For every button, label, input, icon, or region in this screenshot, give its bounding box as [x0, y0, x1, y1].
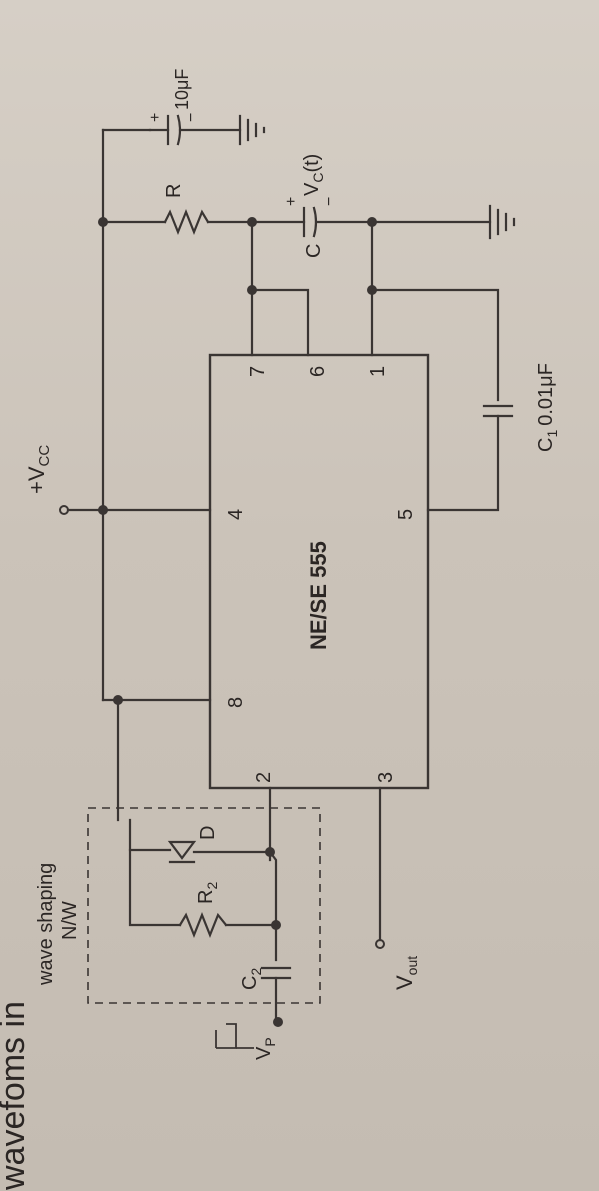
vout-terminal — [375, 939, 385, 949]
wave-shaping-box — [87, 807, 321, 1004]
bypass-cap-plus: + — [147, 113, 164, 122]
pin-4-label: 4 — [225, 509, 247, 520]
rail-to-R2 — [128, 818, 182, 927]
diode-D — [167, 840, 197, 864]
vp-label: VP — [253, 1037, 278, 1060]
ground-to-C1 — [370, 288, 500, 402]
vcc-terminal — [59, 505, 69, 515]
pin-5-label: 5 — [395, 509, 417, 520]
header-fragment: wavefoms in — [0, 1001, 32, 1191]
vout-label: Vout — [392, 956, 420, 990]
wave-shaping-title: wave shaping — [35, 863, 57, 986]
junction-pin4 — [98, 505, 108, 515]
diode-label: D — [197, 826, 219, 840]
cap-C-minus: − — [321, 197, 338, 206]
vp-terminal — [273, 1017, 283, 1027]
vcc-label: +VCC — [24, 445, 53, 494]
cap-C-label: C — [303, 244, 325, 258]
ic-name: NE/SE 555 — [306, 541, 331, 650]
cap-C1-label: C10.01μF — [535, 363, 560, 452]
pin-8-label: 8 — [225, 697, 247, 708]
pin-2-label: 2 — [253, 772, 275, 783]
pin-1-label: 1 — [367, 366, 389, 377]
resistor-R2-label: R2 — [195, 882, 220, 904]
wave-shaping-subtitle: N/W — [59, 901, 81, 940]
vp-pulse-icon — [215, 1023, 237, 1049]
vc-label: VC(t) — [301, 154, 326, 196]
pin6-wire — [250, 288, 310, 357]
pin-6-label: 6 — [307, 366, 329, 377]
ic-body — [208, 353, 430, 790]
bypass-ground-symbol — [238, 114, 266, 146]
C1-to-pin5 — [426, 414, 500, 512]
pin-7-label: 7 — [247, 366, 269, 377]
pin-3-label: 3 — [375, 772, 397, 783]
node-vertical-network — [268, 850, 278, 962]
cap-C-plus: + — [283, 197, 300, 206]
ground-symbol — [488, 204, 516, 240]
resistor-R2 — [178, 912, 228, 938]
resistor-R — [163, 209, 210, 235]
resistor-R-label: R — [163, 184, 185, 198]
bypass-cap-minus: − — [183, 113, 200, 122]
cap-C2-label: C2 — [239, 968, 264, 990]
bypass-cap-value: 10μF — [172, 69, 192, 110]
